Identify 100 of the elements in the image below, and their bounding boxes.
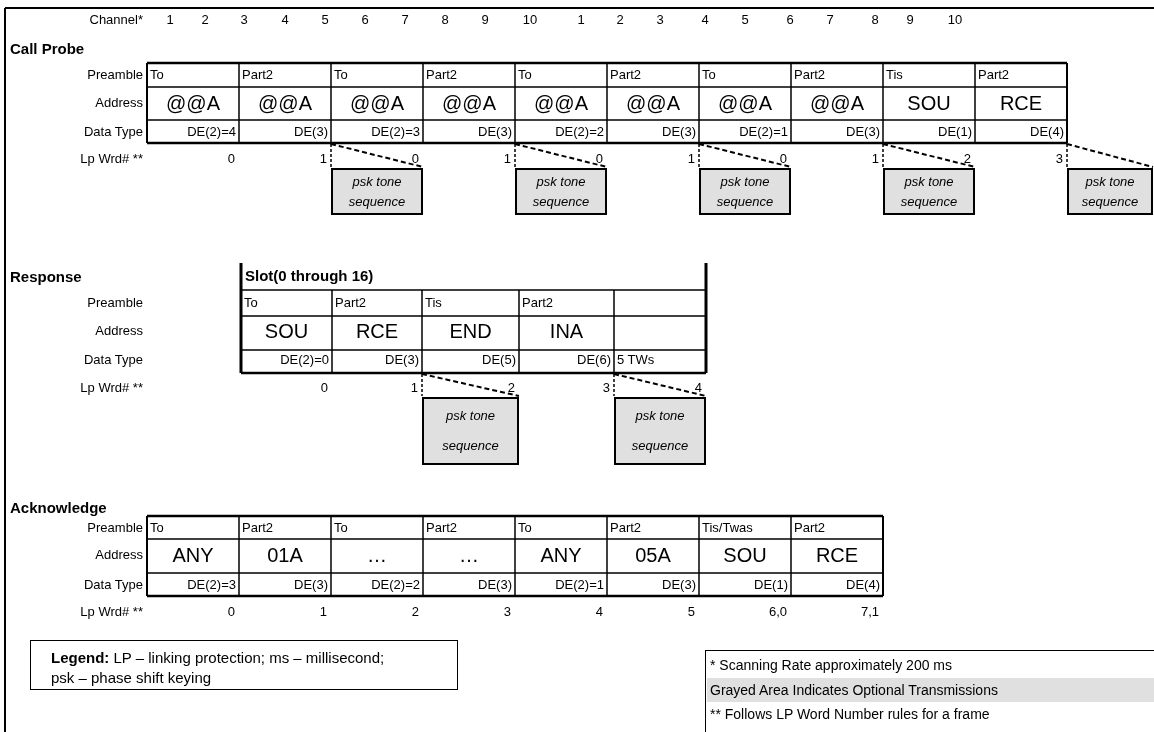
- word-number: 3: [503, 605, 511, 620]
- row-label: Data Type: [83, 578, 143, 593]
- footnote: * Scanning Rate approximately 200 ms: [710, 658, 953, 674]
- word-number: 1: [410, 381, 418, 396]
- channel-number: 4: [701, 13, 709, 28]
- word-number: 0: [779, 152, 787, 167]
- data-type-text: DE(2)=3: [371, 125, 420, 140]
- row-label: Data Type: [83, 353, 143, 368]
- word-number: 5: [687, 605, 695, 620]
- data-type-text: DE(2)=1: [555, 578, 604, 593]
- data-type-text: DE(4): [846, 578, 880, 593]
- data-type-text: DE(5): [482, 353, 516, 368]
- preamble-text: Part2: [794, 521, 826, 536]
- address-text: @@A: [258, 92, 312, 114]
- word-number: 0: [227, 605, 235, 620]
- preamble-text: To: [150, 521, 164, 536]
- word-number: 3: [602, 381, 610, 396]
- preamble-text: Part2: [426, 68, 458, 83]
- preamble-text: To: [334, 521, 348, 536]
- row-label: Lp Wrd# **: [80, 152, 143, 167]
- address-text: RCE: [815, 544, 859, 566]
- channel-number: 3: [656, 13, 664, 28]
- box-text: psk tone sequence: [441, 407, 500, 455]
- optional-transmission-box: [883, 168, 975, 215]
- data-type-text: DE(4): [1030, 125, 1064, 140]
- channel-number: 9: [481, 13, 489, 28]
- address-text: 01A: [267, 544, 303, 566]
- channel-label: Channel*: [89, 13, 143, 28]
- word-number: 1: [503, 152, 511, 167]
- address-text: …: [459, 544, 479, 566]
- section-heading: Response: [10, 269, 82, 286]
- channel-number: 2: [201, 13, 209, 28]
- preamble-text: To: [702, 68, 716, 83]
- preamble-text: To: [244, 296, 258, 311]
- optional-transmission-box: [515, 168, 607, 215]
- word-number: 2: [411, 605, 419, 620]
- optional-transmission-box: [331, 168, 423, 215]
- preamble-text: Part2: [978, 68, 1010, 83]
- address-text: RCE: [355, 320, 399, 342]
- address-text: @@A: [810, 92, 864, 114]
- word-number: 0: [227, 152, 235, 167]
- row-label: Lp Wrd# **: [80, 605, 143, 620]
- box-text: psk tone sequence: [1080, 172, 1140, 211]
- channel-number: 1: [577, 13, 585, 28]
- data-type-text: DE(1): [754, 578, 788, 593]
- row-label: Preamble: [87, 296, 143, 311]
- word-number: 0: [595, 152, 603, 167]
- word-number: 0: [411, 152, 419, 167]
- optional-transmission-box: [1067, 168, 1153, 215]
- data-type-text: DE(3): [478, 125, 512, 140]
- preamble-text: Part2: [522, 296, 554, 311]
- optional-transmission-box: [422, 397, 519, 465]
- slot-heading: Slot(0 through 16): [245, 268, 374, 285]
- preamble-text: Part2: [610, 68, 642, 83]
- data-type-text: DE(2)=0: [280, 353, 329, 368]
- word-number: 6,0: [768, 605, 787, 620]
- box-text: psk tone sequence: [715, 172, 775, 211]
- data-type-text: DE(6): [577, 353, 611, 368]
- data-type-text: DE(3): [294, 578, 328, 593]
- preamble-text: Part2: [242, 521, 274, 536]
- row-label: Preamble: [87, 521, 143, 536]
- word-number: 1: [871, 152, 879, 167]
- row-label: Data Type: [83, 125, 143, 140]
- word-number: 3: [1055, 152, 1063, 167]
- channel-number: 1: [166, 13, 174, 28]
- address-text: RCE: [999, 92, 1043, 114]
- legend-text: Legend: LP – linking protection; ms – millisecond; psk – phase shift keying: [51, 648, 386, 688]
- data-type-text: DE(3): [662, 578, 696, 593]
- data-type-text: DE(2)=1: [739, 125, 788, 140]
- word-number: 2: [507, 381, 515, 396]
- legend-text: Grayed Area Indicates Optional Transmissions: [710, 683, 998, 699]
- channel-number: 6: [361, 13, 369, 28]
- preamble-text: Part2: [610, 521, 642, 536]
- section-heading: Acknowledge: [10, 500, 107, 517]
- address-text: ANY: [172, 544, 214, 566]
- data-type-text: DE(3): [294, 125, 328, 140]
- address-text: @@A: [442, 92, 496, 114]
- channel-number: 4: [281, 13, 289, 28]
- address-text: …: [367, 544, 387, 566]
- channel-number: 10: [947, 13, 963, 28]
- optional-transmission-box: [699, 168, 791, 215]
- row-label: Address: [95, 548, 143, 563]
- preamble-text: Tis: [425, 296, 442, 311]
- preamble-text: Tis/Twas: [702, 521, 753, 536]
- preamble-text: Part2: [426, 521, 458, 536]
- address-text: END: [449, 320, 492, 342]
- address-text: SOU: [907, 92, 951, 114]
- legend-box: [30, 640, 458, 690]
- address-text: 05A: [635, 544, 671, 566]
- data-type-text: DE(3): [846, 125, 880, 140]
- address-text: SOU: [264, 320, 309, 342]
- row-label: Lp Wrd# **: [80, 381, 143, 396]
- address-text: @@A: [166, 92, 220, 114]
- row-label: Address: [95, 96, 143, 111]
- word-number: 1: [319, 152, 327, 167]
- channel-number: 7: [826, 13, 834, 28]
- preamble-text: To: [518, 521, 532, 536]
- address-text: @@A: [626, 92, 680, 114]
- address-text: ANY: [540, 544, 582, 566]
- word-number: 0: [320, 381, 328, 396]
